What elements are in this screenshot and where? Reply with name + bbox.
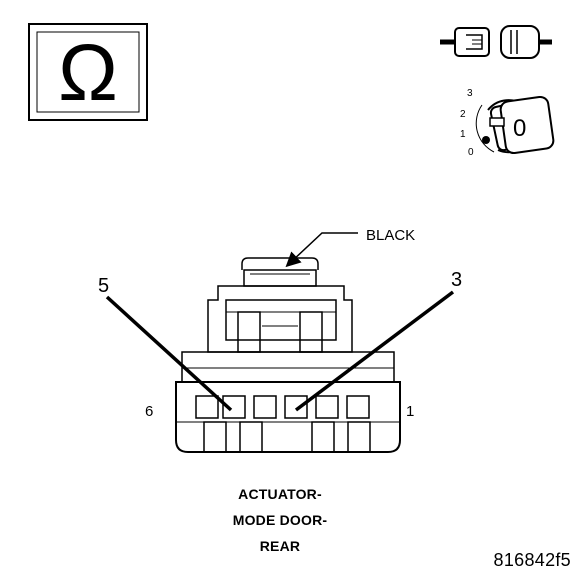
caption-line-3: REAR xyxy=(259,538,301,554)
pin-callout-3: 3 xyxy=(451,269,462,291)
ignition-position-2: 2 xyxy=(460,109,466,120)
ignition-position-0: 0 xyxy=(468,147,474,158)
ignition-switch-icon: 3 2 1 0 0 xyxy=(460,88,555,158)
figure-id: 816842f5 xyxy=(493,550,571,570)
connector-caption: ACTUATOR- MODE DOOR- REAR xyxy=(150,481,410,559)
caption-line-1: ACTUATOR- xyxy=(238,486,322,502)
connector-disconnect-icon xyxy=(440,25,552,59)
callout-line-pin-3 xyxy=(294,290,455,412)
pin-callouts: 5 3 6 1 xyxy=(98,269,462,420)
ohmmeter-icon: Ω xyxy=(28,23,148,121)
color-callout: BLACK xyxy=(285,227,415,268)
caption-line-2: MODE DOOR- xyxy=(232,512,328,528)
key-label: 0 xyxy=(513,115,526,142)
cavity-label-right: 1 xyxy=(406,403,414,420)
ignition-position-3: 3 xyxy=(467,88,473,99)
cavity-label-left: 6 xyxy=(145,403,153,420)
ignition-position-1: 1 xyxy=(460,129,466,140)
connector-drawing xyxy=(175,257,401,453)
callout-line-pin-5 xyxy=(105,295,233,412)
ignition-position-dot xyxy=(482,136,490,144)
connector-color-label: BLACK xyxy=(366,227,415,244)
ohm-symbol: Ω xyxy=(58,28,118,117)
pin-callout-5: 5 xyxy=(98,275,109,297)
